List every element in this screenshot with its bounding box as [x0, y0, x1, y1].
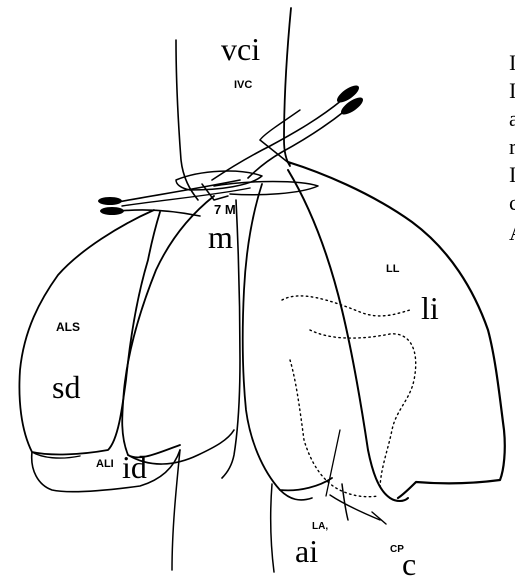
right-clamp-arm-extra	[260, 110, 300, 140]
right-clamp-arm-lower	[248, 110, 346, 178]
right-clamp-arm-upper	[212, 100, 342, 180]
margin-text-6: c	[509, 190, 515, 215]
margin-text-7: A	[509, 220, 515, 245]
label-li: li	[421, 290, 439, 326]
margin-text-4: r	[509, 134, 515, 159]
label-m-number: 7 M	[214, 202, 236, 217]
label-c: c	[402, 546, 416, 582]
left-clamp-grip-upper	[98, 197, 122, 205]
dotted-outline-middle	[310, 330, 416, 490]
ligature-loop-lower	[214, 182, 318, 195]
label-vci: vci	[221, 31, 260, 67]
margin-text-3: a	[509, 106, 515, 131]
lobe-ali-outline	[32, 450, 180, 492]
label-als: ALS	[56, 320, 80, 334]
label-id: id	[122, 449, 147, 485]
label-m: m	[208, 219, 233, 255]
lobe-median-left-outline	[122, 196, 214, 457]
margin-text-5: I	[509, 162, 515, 187]
lobe-median-right-outline	[243, 184, 332, 490]
ivc-right-wall	[284, 8, 291, 166]
lobe-als-outline	[19, 210, 160, 454]
lobe-median-right-edge	[280, 490, 312, 500]
label-sd: sd	[52, 369, 80, 405]
dotted-outline-upper	[282, 296, 410, 316]
lobe-ali-lower	[172, 450, 180, 570]
vessel-lower-left	[271, 484, 274, 572]
lobe-ll-outline	[288, 162, 505, 498]
caudate-process-line	[330, 495, 380, 520]
label-ivc: IVC	[234, 79, 252, 91]
label-ll: LL	[386, 263, 400, 275]
lobe-ll-inner	[288, 170, 408, 501]
label-ali: ALI	[96, 458, 114, 470]
margin-text-2: I	[509, 78, 515, 103]
label-la: LA,	[312, 521, 328, 532]
label-ai: ai	[295, 533, 318, 569]
margin-text-1: I	[509, 50, 515, 75]
